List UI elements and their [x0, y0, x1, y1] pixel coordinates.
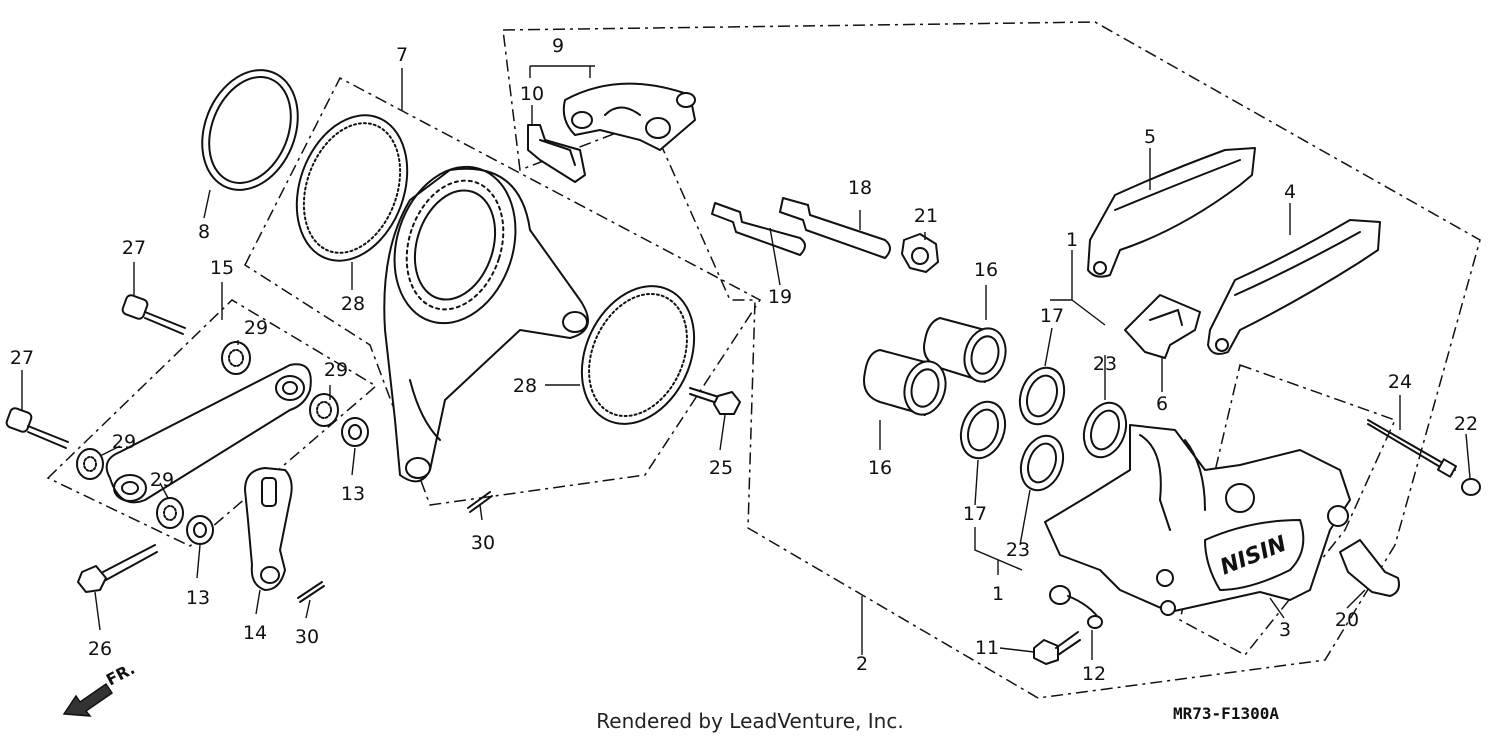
label-8: 8 — [198, 221, 210, 243]
label-24: 24 — [1388, 371, 1412, 393]
label-30-upper: 30 — [471, 532, 495, 554]
label-27-lower: 27 — [10, 347, 34, 369]
part-25-bolt — [689, 387, 741, 415]
label-18: 18 — [848, 177, 872, 199]
arrow-left-icon — [62, 682, 114, 717]
label-25: 25 — [709, 457, 733, 479]
label-5: 5 — [1144, 126, 1156, 148]
part-28-seal-ring-lower — [580, 285, 696, 425]
leader-lines — [21, 65, 1471, 660]
label-29-c: 29 — [112, 431, 136, 453]
part-5-brake-pad — [1087, 147, 1256, 278]
part-26-flange-bolt — [77, 544, 158, 593]
label-19: 19 — [768, 286, 792, 308]
part-4-brake-pad — [1207, 219, 1381, 355]
label-15: 15 — [210, 257, 234, 279]
label-29-a: 29 — [244, 317, 268, 339]
direction-label: FR. — [103, 659, 138, 690]
part-29-bearing-c — [76, 448, 104, 480]
label-28-upper: 28 — [341, 293, 365, 315]
label-29-b: 29 — [324, 359, 348, 381]
part-18-pin-bolt — [779, 197, 891, 259]
part-17-piston-seal-lower — [959, 400, 1007, 460]
label-6: 6 — [1156, 393, 1168, 415]
front-direction-arrow: FR. — [62, 659, 138, 717]
label-27-upper: 27 — [122, 237, 146, 259]
bracket-group-outline — [244, 76, 762, 506]
part-12-bleeder-cap — [1049, 585, 1103, 629]
label-7: 7 — [396, 44, 408, 66]
part-labels: 8 28 7 9 10 15 27 27 29 29 29 29 13 13 2… — [10, 35, 1478, 685]
label-12: 12 — [1082, 663, 1106, 685]
label-26: 26 — [88, 638, 112, 660]
part-16-piston-lower — [863, 349, 947, 416]
label-3: 3 — [1279, 619, 1291, 641]
part-7-caliper-bracket — [383, 165, 589, 483]
part-10-retainer-clip — [527, 124, 586, 183]
label-10: 10 — [520, 83, 544, 105]
label-13-upper: 13 — [341, 483, 365, 505]
part-9-stopper-bracket — [562, 82, 696, 151]
part-3-caliper-body: NISIN — [1044, 424, 1351, 616]
label-14: 14 — [243, 622, 267, 644]
part-13-collar-upper — [341, 417, 369, 447]
part-8-seal-ring — [201, 69, 299, 191]
part-29-bearing-b — [309, 393, 339, 427]
part-20-bleeder-cap — [1339, 539, 1400, 597]
part-11-bleed-bolt — [1033, 631, 1081, 665]
label-23-upper: 23 — [1093, 353, 1117, 375]
part-23-dust-seal-upper — [1082, 401, 1128, 459]
part-22-pin-plug — [1461, 478, 1481, 496]
label-28-lower: 28 — [513, 375, 537, 397]
label-11: 11 — [975, 637, 999, 659]
part-27-bolt-upper — [121, 294, 186, 335]
label-30-lower: 30 — [295, 626, 319, 648]
label-17-lower: 17 — [963, 503, 987, 525]
label-16-upper: 16 — [974, 259, 998, 281]
label-2: 2 — [856, 653, 868, 675]
part-21-plug — [901, 233, 939, 273]
part-14-torque-arm — [244, 467, 293, 591]
label-1-lower: 1 — [992, 583, 1004, 605]
part-17-piston-seal-upper — [1018, 366, 1066, 426]
part-15-torque-link — [105, 363, 312, 504]
part-27-bolt-lower — [5, 407, 69, 449]
part-30-cotter-pin-lower — [297, 581, 325, 603]
label-9: 9 — [552, 35, 564, 57]
label-16-lower: 16 — [868, 457, 892, 479]
part-23-dust-seal-lower — [1019, 434, 1065, 492]
render-credit: Rendered by LeadVenture, Inc. — [596, 709, 903, 733]
label-20: 20 — [1335, 609, 1359, 631]
part-28-seal-ring-upper — [295, 114, 409, 262]
part-29-bearing-a — [221, 341, 251, 375]
label-21: 21 — [914, 205, 938, 227]
label-4: 4 — [1284, 181, 1296, 203]
label-17-upper: 17 — [1040, 305, 1064, 327]
label-23-lower: 23 — [1006, 539, 1030, 561]
part-13-collar-lower — [186, 515, 214, 545]
label-29-d: 29 — [150, 469, 174, 491]
label-22: 22 — [1454, 413, 1478, 435]
part-19-pin-bolt — [711, 202, 806, 256]
label-13-lower: 13 — [186, 587, 210, 609]
part-30-cotter-pin-upper — [467, 491, 493, 513]
diagram-code: MR73-F1300A — [1173, 704, 1279, 723]
part-24-pad-pin — [1367, 419, 1458, 478]
label-1-upper: 1 — [1066, 229, 1078, 251]
part-29-bearing-d — [156, 497, 184, 529]
part-6-pad-spring — [1124, 294, 1201, 359]
